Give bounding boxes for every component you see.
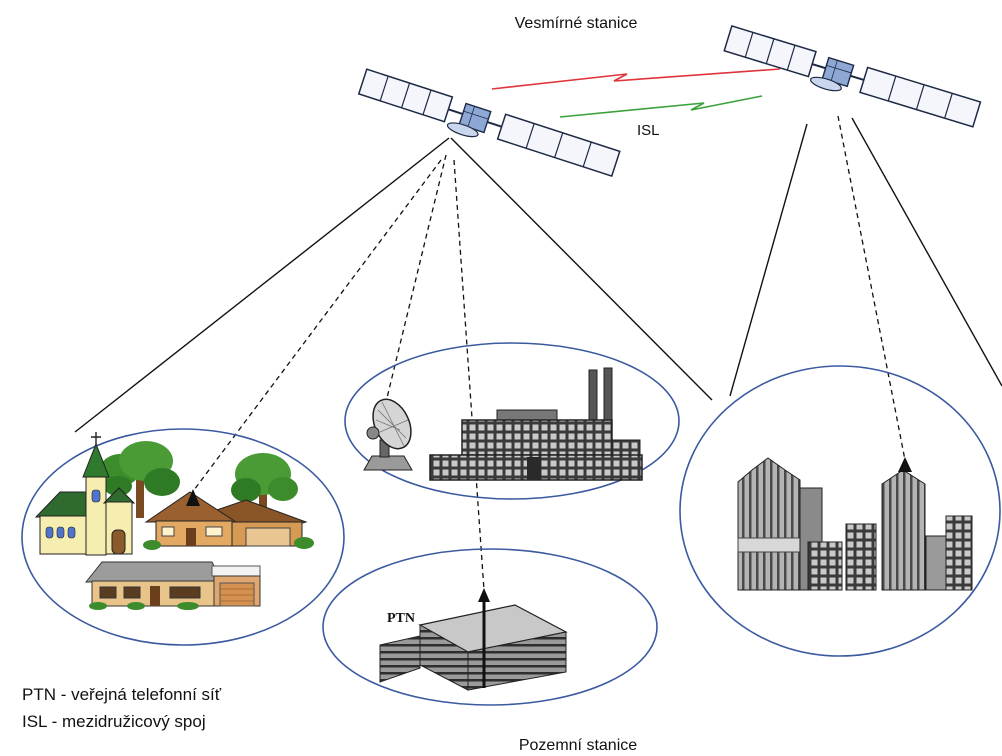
church-window — [56, 526, 65, 539]
church-tower — [85, 474, 107, 556]
house-door — [150, 586, 160, 606]
house-window — [123, 586, 141, 599]
skyscraper — [845, 523, 877, 591]
house-roof — [84, 561, 223, 583]
isl-label: ISL — [637, 122, 660, 139]
house-window — [161, 526, 175, 537]
satellite-dish — [809, 76, 842, 92]
cross-icon — [91, 432, 101, 446]
legend-isl: ISL - mezidružicový spoj — [22, 712, 206, 731]
church-roof — [34, 491, 89, 518]
office-building-icon — [379, 604, 568, 691]
house-door — [186, 528, 196, 546]
skyscraper — [925, 535, 947, 591]
church-spire — [82, 442, 110, 478]
coverage-area-ptn — [322, 548, 658, 706]
satellite-body — [446, 102, 492, 138]
beam-solid — [729, 123, 808, 397]
chimney — [603, 367, 613, 423]
panel-boom — [448, 108, 464, 116]
shrub — [294, 537, 314, 549]
beam-dashed-to-ptn — [453, 159, 485, 591]
tree-icon — [231, 453, 298, 520]
tree-icon — [100, 441, 180, 518]
house-window — [205, 526, 223, 537]
church-window — [67, 526, 76, 539]
coverage-area-residential — [21, 428, 345, 646]
satellite-body — [809, 56, 855, 92]
satellite-dish — [446, 122, 479, 138]
dish-grid — [375, 401, 409, 447]
antenna-icon — [186, 489, 200, 506]
building-right-face — [467, 631, 567, 691]
house-icon — [143, 491, 314, 550]
ground-stations-label: Pozemní stanice — [519, 737, 637, 754]
isl-link-lower — [559, 95, 763, 118]
antenna-icon — [898, 457, 912, 472]
beam-solid — [450, 137, 713, 401]
solar-panel — [357, 68, 454, 123]
garage-door — [219, 582, 255, 607]
solar-panel — [859, 66, 982, 128]
shrub — [143, 540, 161, 550]
dish-feed — [366, 426, 380, 440]
building-low-wing — [379, 635, 421, 683]
space-stations-title: Vesmírné stanice — [515, 15, 638, 32]
satellite-icon — [357, 68, 621, 178]
factory-door — [527, 457, 541, 480]
coverage-area-industrial — [344, 342, 680, 500]
legend-ptn: PTN - veřejná telefonní síť — [22, 685, 222, 704]
skyscraper — [737, 457, 801, 591]
garage-door — [245, 527, 291, 547]
isl-link-upper — [491, 68, 781, 90]
shrub — [177, 602, 199, 610]
skyscraper — [945, 515, 973, 591]
antenna-icon — [478, 588, 490, 688]
beam-solid — [74, 137, 450, 433]
solar-panel — [496, 113, 621, 178]
coverage-area-city — [679, 365, 1001, 657]
factory-side-block — [611, 439, 641, 456]
antenna-tip — [478, 588, 490, 602]
dish-base — [363, 455, 413, 471]
beam-dashed-to-dish — [385, 154, 447, 403]
church-window — [45, 526, 54, 539]
chimney — [588, 369, 598, 423]
house-window — [169, 586, 201, 599]
church-door — [111, 529, 126, 555]
panel-boom — [487, 121, 502, 128]
ptn-label: PTN — [387, 611, 415, 626]
shrub — [89, 602, 107, 610]
church-tower-window — [91, 489, 101, 503]
right-satellite-beams — [729, 115, 1002, 461]
house-icon — [84, 561, 261, 610]
factory-icon — [429, 367, 643, 481]
skyscraper — [881, 469, 926, 591]
shrub — [127, 602, 145, 610]
garage-door-lines — [220, 588, 254, 602]
skyscraper-band — [737, 537, 801, 553]
factory-upper-block — [461, 419, 613, 456]
beam-solid — [851, 117, 1002, 387]
church-icon — [34, 432, 136, 556]
skyscrapers-icon — [737, 457, 973, 591]
panel-boom — [811, 63, 827, 70]
panel-boom — [850, 74, 865, 81]
beam-dashed-to-city — [837, 115, 906, 461]
satellite-icon — [723, 25, 982, 128]
house-garage-roof — [211, 565, 261, 577]
house-window — [99, 586, 117, 599]
solar-panel — [723, 25, 817, 78]
dish-antenna-icon — [363, 398, 413, 471]
skyscraper — [807, 541, 843, 591]
